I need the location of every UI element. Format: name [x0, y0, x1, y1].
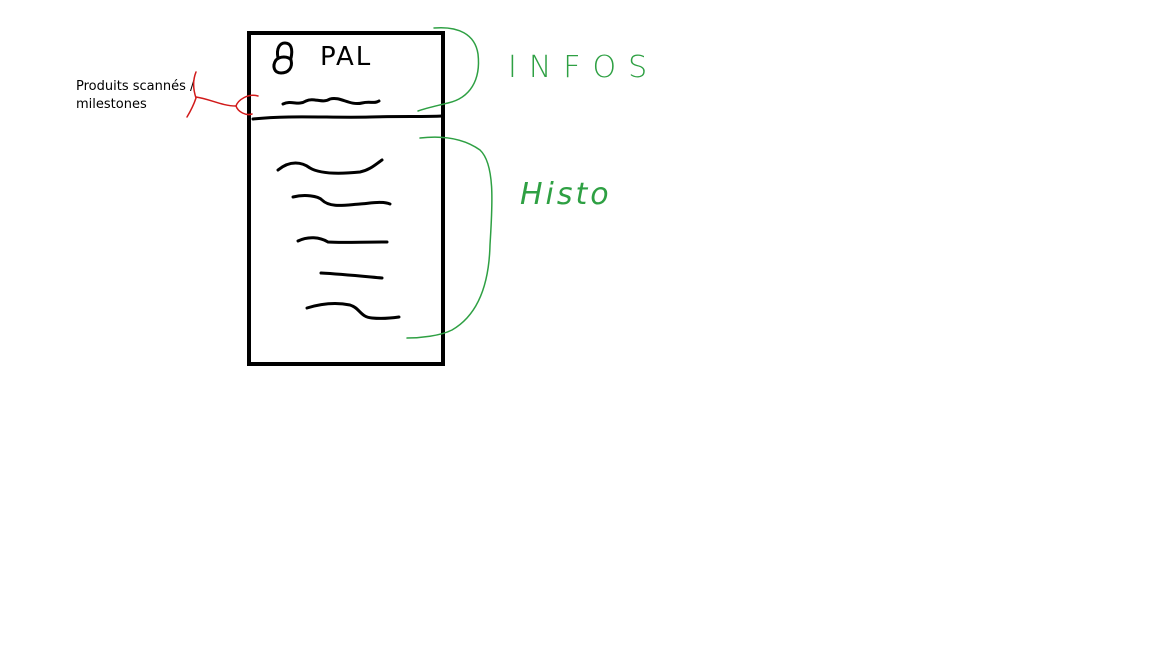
- history-list: [276, 158, 401, 320]
- infos-brace: [417, 26, 480, 112]
- screen-frame: [247, 31, 445, 366]
- lock-icon: [272, 41, 294, 75]
- history-line: [296, 236, 389, 244]
- note-line-2: milestones: [76, 97, 147, 112]
- scanned-products-pointer: [186, 71, 259, 118]
- history-line: [291, 194, 392, 207]
- history-line: [319, 271, 384, 280]
- history-line: [305, 302, 401, 320]
- red-brace: [186, 71, 197, 118]
- info-squiggle: [281, 96, 381, 106]
- screen-title: PAL: [320, 42, 372, 72]
- red-hook: [235, 94, 259, 116]
- note-line-1: Produits scannés /: [76, 79, 195, 94]
- infos-label: INFOS: [508, 50, 659, 85]
- history-line: [276, 158, 384, 175]
- scanned-products-note: Produits scannés / milestones: [76, 78, 194, 114]
- histo-brace: [406, 136, 493, 339]
- section-divider: [251, 114, 444, 121]
- histo-label: Histo: [520, 177, 612, 212]
- red-connector: [195, 96, 237, 107]
